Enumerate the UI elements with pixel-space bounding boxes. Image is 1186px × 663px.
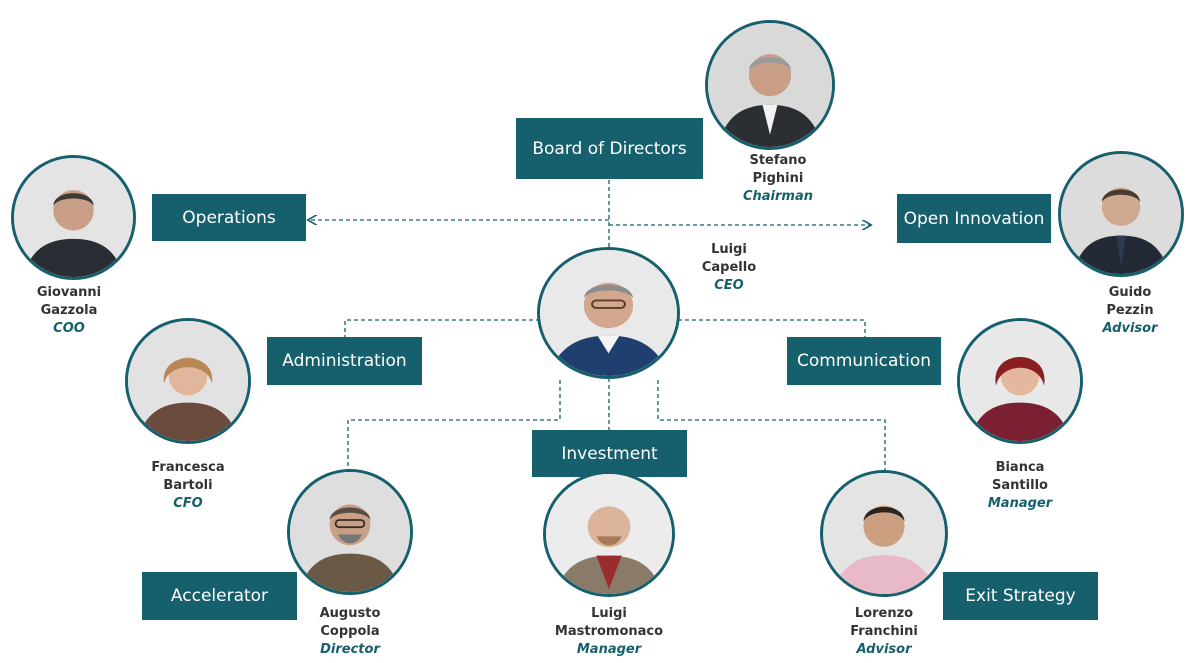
line-to-exit-strategy	[657, 380, 886, 470]
manager-mastromonaco-first-name: Luigi	[591, 606, 627, 621]
communication-label: Communication	[797, 351, 931, 371]
advisor-pezzin-label: Guido Pezzin Advisor	[1055, 284, 1186, 338]
coo-photo	[11, 155, 136, 280]
open-innovation-label: Open Innovation	[903, 208, 1045, 229]
director-role: Director	[320, 642, 380, 657]
director-last-name: Coppola	[320, 624, 380, 639]
operations-box: Operations	[152, 194, 306, 241]
line-to-administration	[344, 319, 540, 337]
manager-santillo-first-name: Bianca	[995, 460, 1045, 475]
open-innovation-box: Open Innovation	[897, 194, 1051, 243]
manager-mastromonaco-photo	[543, 471, 675, 597]
accelerator-label: Accelerator	[170, 586, 269, 606]
manager-mastromonaco-label: Luigi Mastromonaco Manager	[534, 605, 684, 659]
chairman-first-name: Stefano	[749, 153, 807, 168]
line-to-communication	[678, 319, 866, 337]
administration-label: Administration	[282, 351, 407, 371]
advisor-pezzin-role: Advisor	[1102, 321, 1158, 336]
cfo-first-name: Francesca	[151, 460, 225, 475]
coo-first-name: Giovanni	[36, 285, 102, 300]
advisor-pezzin-first-name: Guido	[1108, 285, 1152, 300]
director-label: Augusto Coppola Director	[275, 605, 425, 659]
advisor-pezzin-last-name: Pezzin	[1106, 303, 1154, 318]
chairman-photo	[705, 20, 835, 150]
investment-label: Investment	[561, 443, 658, 464]
cfo-label: Francesca Bartoli CFO	[113, 459, 263, 513]
ceo-label: Luigi Capello CEO	[654, 241, 804, 295]
ceo-role: CEO	[714, 278, 744, 293]
chairman-label: Stefano Pighini Chairman	[703, 152, 853, 206]
investment-box: Investment	[532, 430, 687, 477]
coo-label: Giovanni Gazzola COO	[0, 284, 144, 338]
coo-role: COO	[53, 321, 85, 336]
manager-santillo-role: Manager	[987, 496, 1053, 511]
exit-strategy-label: Exit Strategy	[965, 586, 1076, 606]
advisor-pezzin-photo	[1058, 151, 1184, 277]
cfo-role: CFO	[173, 496, 203, 511]
manager-santillo-last-name: Santillo	[992, 478, 1048, 493]
cfo-last-name: Bartoli	[163, 478, 213, 493]
manager-santillo-photo	[957, 318, 1083, 444]
advisor-franchini-role: Advisor	[856, 642, 912, 657]
director-first-name: Augusto	[319, 606, 381, 621]
board-of-directors-box: Board of Directors	[516, 118, 703, 179]
advisor-franchini-photo	[820, 470, 948, 597]
ceo-first-name: Luigi	[711, 242, 747, 257]
ceo-photo	[537, 247, 680, 379]
ceo-last-name: Capello	[701, 260, 757, 275]
coo-last-name: Gazzola	[40, 303, 98, 318]
advisor-franchini-first-name: Lorenzo	[854, 606, 914, 621]
exit-strategy-box: Exit Strategy	[943, 572, 1098, 620]
board-label: Board of Directors	[532, 138, 687, 159]
advisor-franchini-last-name: Franchini	[850, 624, 918, 639]
chairman-role: Chairman	[742, 189, 813, 204]
manager-santillo-label: Bianca Santillo Manager	[945, 459, 1095, 513]
operations-label: Operations	[182, 207, 276, 228]
chairman-last-name: Pighini	[752, 171, 804, 186]
director-photo	[287, 469, 413, 595]
advisor-franchini-label: Lorenzo Franchini Advisor	[809, 605, 959, 659]
manager-mastromonaco-role: Manager	[576, 642, 642, 657]
communication-box: Communication	[787, 337, 941, 385]
manager-mastromonaco-last-name: Mastromonaco	[554, 624, 664, 639]
accelerator-box: Accelerator	[142, 572, 297, 620]
administration-box: Administration	[267, 337, 422, 385]
line-to-accelerator	[347, 380, 561, 470]
cfo-photo	[125, 318, 251, 444]
